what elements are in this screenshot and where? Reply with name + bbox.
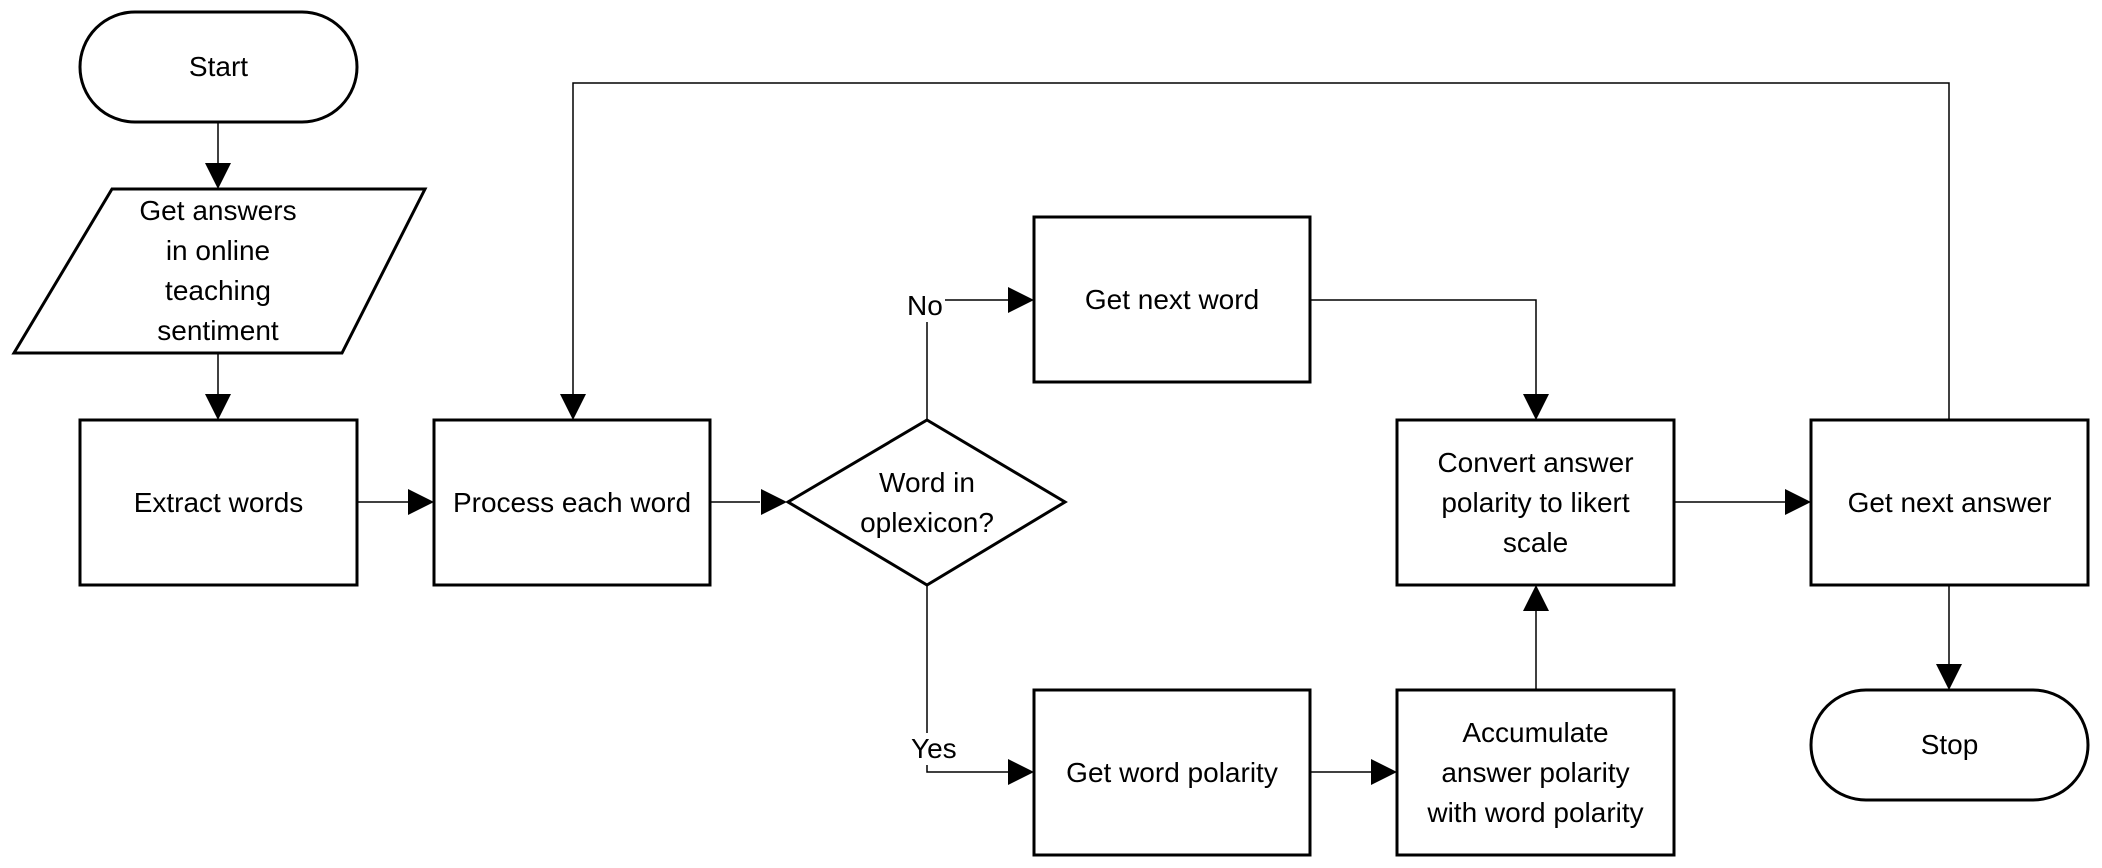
arrowhead bbox=[1523, 585, 1549, 611]
get-next-word-label: Get next word bbox=[1084, 283, 1260, 315]
convert-label: Convert answer polarity to likert scale bbox=[1437, 446, 1634, 558]
start-label: Start bbox=[188, 51, 249, 82]
edge-label-no: No bbox=[905, 290, 945, 322]
decision-diamond bbox=[785, 418, 1068, 587]
decision-label: Word in oplexicon? bbox=[860, 466, 994, 538]
arrowhead bbox=[1523, 394, 1549, 420]
extract-words-box bbox=[78, 418, 359, 587]
start-terminator bbox=[78, 10, 359, 124]
get-word-polarity-label: Get word polarity bbox=[1066, 756, 1278, 788]
convert-box bbox=[1395, 418, 1676, 587]
arrowhead bbox=[1936, 664, 1962, 690]
arrowhead bbox=[1008, 759, 1034, 785]
get-next-word-box bbox=[1032, 215, 1312, 384]
arrowhead bbox=[205, 394, 231, 420]
edge-label-yes: Yes bbox=[909, 733, 959, 765]
edge-decision-yes-to-polarity bbox=[926, 585, 1008, 773]
extract-words-label: Extract words bbox=[133, 486, 304, 518]
get-word-polarity-box bbox=[1032, 688, 1312, 857]
get-answers-io bbox=[11, 187, 428, 355]
process-each-word-box bbox=[432, 418, 712, 587]
get-answers-label: Get answers in online teaching sentiment bbox=[139, 195, 297, 346]
arrowhead bbox=[560, 394, 586, 420]
arrowhead bbox=[408, 489, 434, 515]
nodes bbox=[11, 10, 2090, 857]
arrowheads bbox=[205, 163, 1962, 785]
edge-next-word-to-convert bbox=[1310, 299, 1537, 395]
arrowhead bbox=[761, 489, 787, 515]
get-next-answer-label: Get next answer bbox=[1847, 486, 2052, 518]
accumulate-label: Accumulate answer polarity with word pol… bbox=[1427, 716, 1644, 828]
get-next-answer-box bbox=[1809, 418, 2090, 587]
stop-terminator bbox=[1809, 688, 2090, 802]
accumulate-box bbox=[1395, 688, 1676, 857]
stop-label: Stop bbox=[1920, 729, 1979, 760]
arrowhead bbox=[1371, 759, 1397, 785]
arrowhead bbox=[1008, 287, 1034, 313]
arrowhead bbox=[1785, 489, 1811, 515]
arrowhead bbox=[205, 163, 231, 189]
process-each-word-label: Process each word bbox=[452, 486, 692, 518]
edge-next-answer-loop-to-process bbox=[572, 82, 1950, 420]
